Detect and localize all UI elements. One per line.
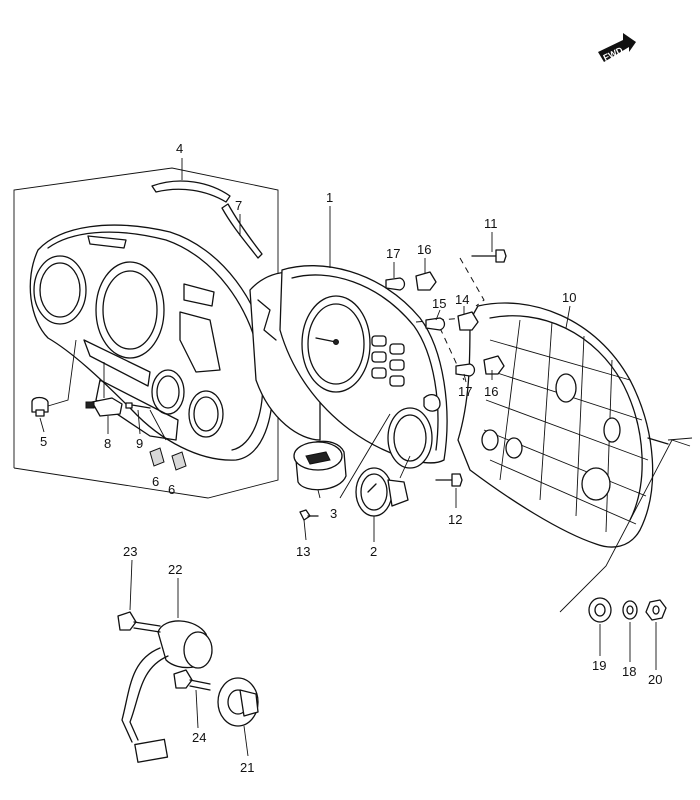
callout-11: 11: [484, 216, 498, 231]
callout-leaders: [39, 158, 657, 757]
bolt-part-24: [173, 669, 211, 691]
mount-bracket-lines: [559, 439, 691, 613]
callout-23: 23: [123, 544, 137, 559]
screw-part-13: [299, 509, 319, 521]
callout-24: 24: [192, 730, 206, 745]
assembly-line-top: [459, 257, 485, 307]
leader-2-link: [399, 455, 411, 479]
callout-12: 12: [448, 512, 462, 527]
socket-part-16b: [483, 355, 505, 375]
gauge-unit-part-3: [293, 440, 347, 499]
callout-6-left: 6: [152, 474, 159, 489]
trim-strip-part-4: [151, 180, 231, 203]
leader-3-link: [339, 413, 391, 499]
callout-numbers: 4 7 1 11 17 16 15 14 10 17 16 5 8 9 6 6 …: [40, 141, 662, 775]
callout-21: 21: [240, 760, 254, 775]
mount-bracket-lines-2: [667, 437, 693, 441]
screw-part-11: [471, 249, 507, 263]
bulb-part-15: [425, 317, 446, 331]
callout-4: 4: [176, 141, 183, 156]
fwd-arrow-icon: FWD: [598, 33, 636, 63]
leader-5: [47, 339, 77, 407]
callout-17-bottom: 17: [458, 384, 472, 399]
nut-part-20: [645, 599, 667, 621]
callout-17-top: 17: [386, 246, 400, 261]
callout-2: 2: [370, 544, 377, 559]
callout-9: 9: [136, 436, 143, 451]
screw-part-9: [125, 402, 151, 409]
callout-6-right: 6: [168, 482, 175, 497]
callout-15: 15: [432, 296, 446, 311]
callout-13: 13: [296, 544, 310, 559]
rear-case-part-10: [457, 302, 669, 548]
callout-5: 5: [40, 434, 47, 449]
meter-case: [29, 224, 274, 461]
socket-part-14: [457, 311, 479, 331]
switch-part-8: [85, 397, 123, 417]
screw-part-12: [435, 473, 463, 487]
callout-20: 20: [648, 672, 662, 687]
case-group-outline: [13, 167, 279, 499]
washer-part-18: [622, 600, 638, 620]
callout-18: 18: [622, 664, 636, 679]
callout-1: 1: [326, 190, 333, 205]
callout-22: 22: [168, 562, 182, 577]
seal-strip-part-7: [221, 203, 263, 259]
clip-parts-6: [149, 447, 187, 471]
callout-16-bottom: 16: [484, 384, 498, 399]
socket-part-16a: [415, 271, 437, 291]
callout-16-top: 16: [417, 242, 431, 257]
round-gauge-part-2: [355, 467, 409, 517]
callout-3: 3: [330, 506, 337, 521]
harness-part-22: [121, 620, 213, 763]
bolt-part-23: [117, 611, 161, 633]
callout-14: 14: [455, 292, 469, 307]
callout-19: 19: [592, 658, 606, 673]
bulb-part-17b: [455, 363, 476, 377]
grommet-part-21: [217, 677, 259, 727]
bulb-part-17a: [385, 277, 406, 291]
callout-7: 7: [235, 198, 242, 213]
leader-gauge: [149, 409, 167, 441]
callout-10: 10: [562, 290, 576, 305]
meter-assembly-part-1: [249, 265, 448, 469]
bulb-socket-part-5: [31, 396, 49, 417]
callout-8: 8: [104, 436, 111, 451]
grommet-part-19: [588, 597, 612, 623]
